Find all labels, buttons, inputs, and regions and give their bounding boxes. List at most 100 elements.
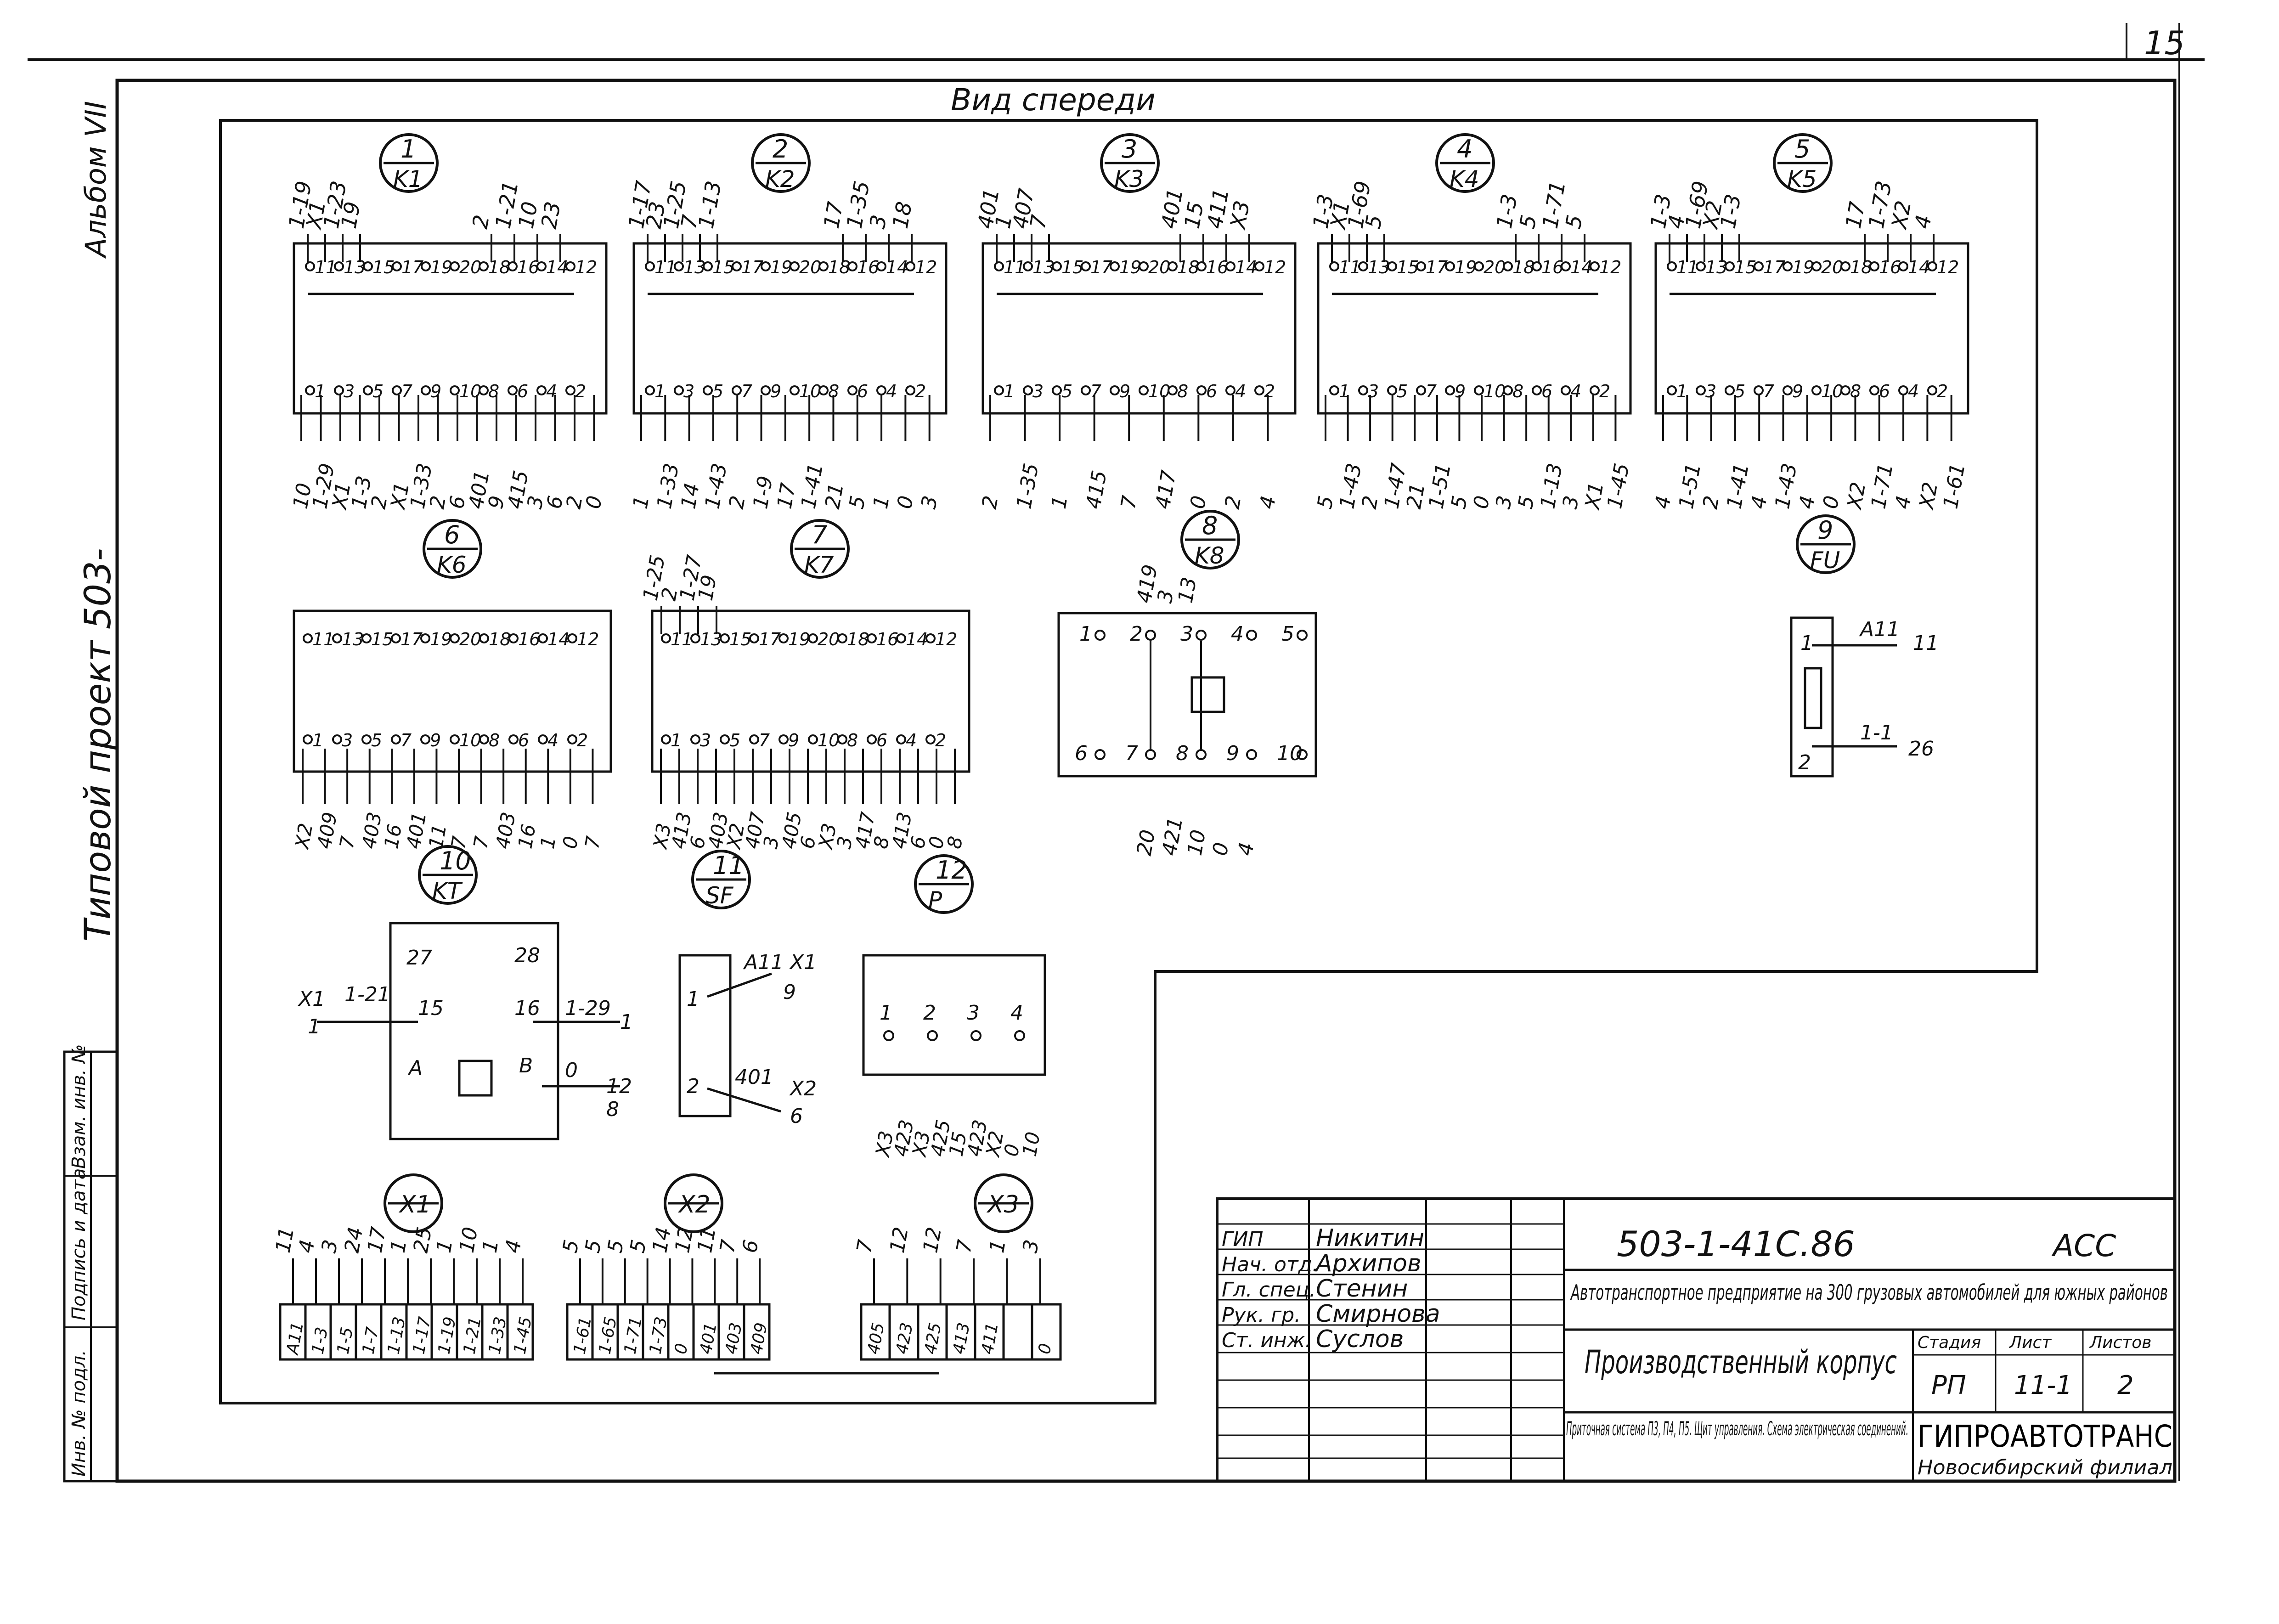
wire-label: 2: [1358, 494, 1383, 510]
wire-label: 18: [888, 200, 917, 231]
wire-label: 7: [469, 835, 493, 851]
wire-label: 2: [1698, 494, 1724, 510]
stamp-cell-3: Инв. № подл.: [68, 1350, 90, 1477]
wire-label: 1: [478, 1238, 503, 1254]
terminal-number: 7: [741, 381, 752, 401]
contact-terminal: [1869, 261, 1879, 271]
wire-label: A11: [743, 951, 784, 974]
contact-terminal: [305, 261, 315, 271]
stage-header-2: Лист: [2008, 1333, 2052, 1352]
terminal-number: 15: [371, 629, 393, 649]
badge-code: K7: [804, 552, 834, 578]
contact-terminal: [1927, 261, 1937, 271]
terminal-number: 3: [700, 730, 711, 750]
contact-terminal: [818, 385, 829, 395]
terminal-number: 15: [1734, 257, 1756, 277]
wire-label: X2: [1698, 199, 1727, 231]
wire-label: 17: [773, 481, 800, 511]
title-block: [1216, 1197, 2176, 1483]
device-badge: 1K1: [379, 133, 439, 193]
contact-terminal: [567, 734, 577, 744]
contact-terminal: [1023, 261, 1033, 271]
wire-label: 0: [1819, 494, 1844, 510]
contact-terminal: [778, 633, 789, 643]
contact-terminal: [1898, 385, 1908, 395]
contact-terminal: [1503, 385, 1513, 395]
cell-label: 411: [978, 1321, 1002, 1356]
terminal-number: 17: [1090, 257, 1112, 277]
terminal-number: 2: [1798, 751, 1811, 774]
contact-terminal: [1254, 385, 1264, 395]
badge-code: K8: [1195, 542, 1224, 569]
contact-terminal: [778, 734, 789, 744]
contact-terminal: [1168, 385, 1178, 395]
contact-terminal: [332, 734, 342, 744]
contact-terminal: [334, 261, 344, 271]
terminal-number: 14: [906, 629, 928, 649]
terminal-number: 14: [1235, 257, 1257, 277]
wire-label: 12: [671, 1225, 698, 1255]
badge-number: 4: [1457, 135, 1472, 164]
terminal-number: 16: [1541, 257, 1563, 277]
wire-label: 1-13: [694, 179, 726, 231]
stage-header-3: Листов: [2089, 1333, 2151, 1352]
cell-label: 0: [1035, 1342, 1055, 1356]
contact-terminal: [1196, 630, 1207, 641]
terminal-number: 1: [654, 381, 666, 401]
wire-label: 6: [790, 1105, 803, 1128]
badge-code: KT: [432, 878, 463, 904]
contact-terminal: [1445, 261, 1455, 271]
terminal-number: 19: [788, 629, 810, 649]
wire-label: 0: [893, 494, 918, 510]
contact-terminal: [1196, 749, 1207, 760]
contact-terminal: [508, 734, 519, 744]
terminal-number: 15: [372, 257, 395, 277]
wire-label: 5: [603, 1238, 628, 1254]
terminal-number: 15: [729, 629, 751, 649]
terminal-number: 20: [818, 629, 840, 649]
wire-label: 7: [852, 1238, 878, 1254]
wire-label: 10: [455, 1225, 483, 1255]
terminal-number: 5: [1281, 622, 1294, 646]
terminal-number: 7: [1426, 381, 1437, 401]
wire-label: 2: [725, 494, 750, 510]
terminal-number: 16: [517, 257, 539, 277]
badge-number: 3: [1122, 135, 1137, 164]
terminal-number: 15: [418, 997, 444, 1020]
cell-label: 0: [671, 1342, 691, 1356]
wire-label: 1-61: [1939, 462, 1970, 511]
wire-label: 3: [1558, 494, 1584, 510]
wire-label: 0: [1208, 840, 1234, 857]
wire-label: 23: [641, 200, 670, 231]
contact-terminal: [565, 385, 575, 395]
terminal-number: 16: [876, 629, 898, 649]
contact-terminal: [749, 633, 759, 643]
fuse-housing: [1790, 616, 1834, 778]
stage-value: РП: [1931, 1370, 1966, 1400]
badge-code: K3: [1114, 166, 1144, 192]
contact-terminal: [363, 261, 373, 271]
wire-label: 23: [536, 200, 565, 231]
wire-label: 1-29: [565, 997, 611, 1020]
wire-label: 401: [735, 1066, 773, 1089]
contact-terminal: [1754, 385, 1764, 395]
terminal-number: 4: [1010, 1001, 1023, 1025]
wire-label: 2: [978, 494, 1003, 510]
wire-label: 3: [865, 213, 891, 231]
wire-label: 1: [536, 835, 560, 851]
cell-label: 403: [722, 1321, 745, 1356]
wire-label: 1: [386, 1238, 412, 1254]
cell-label: 405: [864, 1321, 888, 1356]
terminal-number: 19: [1792, 257, 1814, 277]
contact-terminal: [1667, 261, 1677, 271]
wire-label: 13: [1174, 575, 1202, 605]
contact-terminal: [1246, 630, 1257, 641]
terminal-number: 20: [1148, 257, 1170, 277]
fuse-element: [1804, 667, 1822, 729]
terminal-number: 1: [880, 1001, 892, 1025]
contact-terminal: [508, 261, 518, 271]
breaker-body: [678, 954, 732, 1117]
contact-terminal: [1246, 749, 1257, 760]
